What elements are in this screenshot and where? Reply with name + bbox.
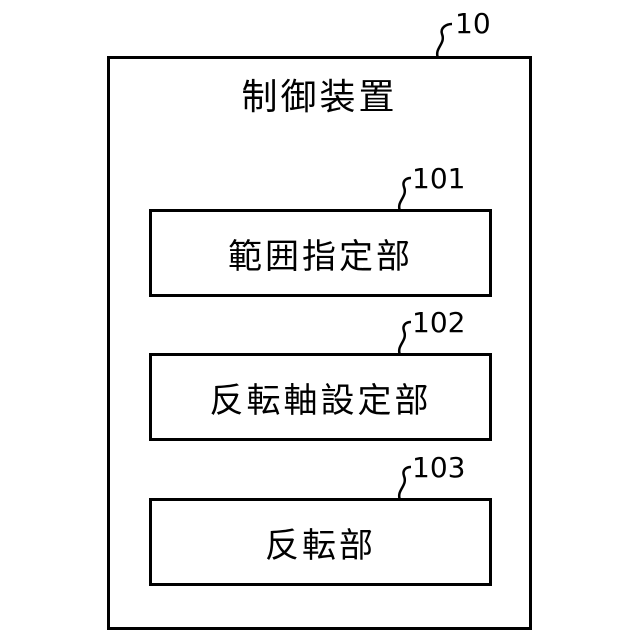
ref-number-101: 101: [412, 165, 465, 193]
ref-number-10: 10: [455, 10, 491, 38]
range-designation-unit-box: 範囲指定部: [149, 209, 492, 297]
inversion-axis-setting-unit-box: 反転軸設定部: [149, 353, 492, 441]
inversion-axis-setting-unit-label: 反転軸設定部: [210, 373, 432, 422]
inversion-unit-label: 反転部: [265, 518, 376, 567]
inversion-unit-box: 反転部: [149, 498, 492, 586]
range-designation-unit-label: 範囲指定部: [228, 229, 413, 278]
ref-number-103: 103: [412, 454, 465, 482]
leader-line-10: [437, 24, 452, 58]
control-device-title: 制御装置: [107, 68, 532, 120]
ref-number-102: 102: [412, 309, 465, 337]
